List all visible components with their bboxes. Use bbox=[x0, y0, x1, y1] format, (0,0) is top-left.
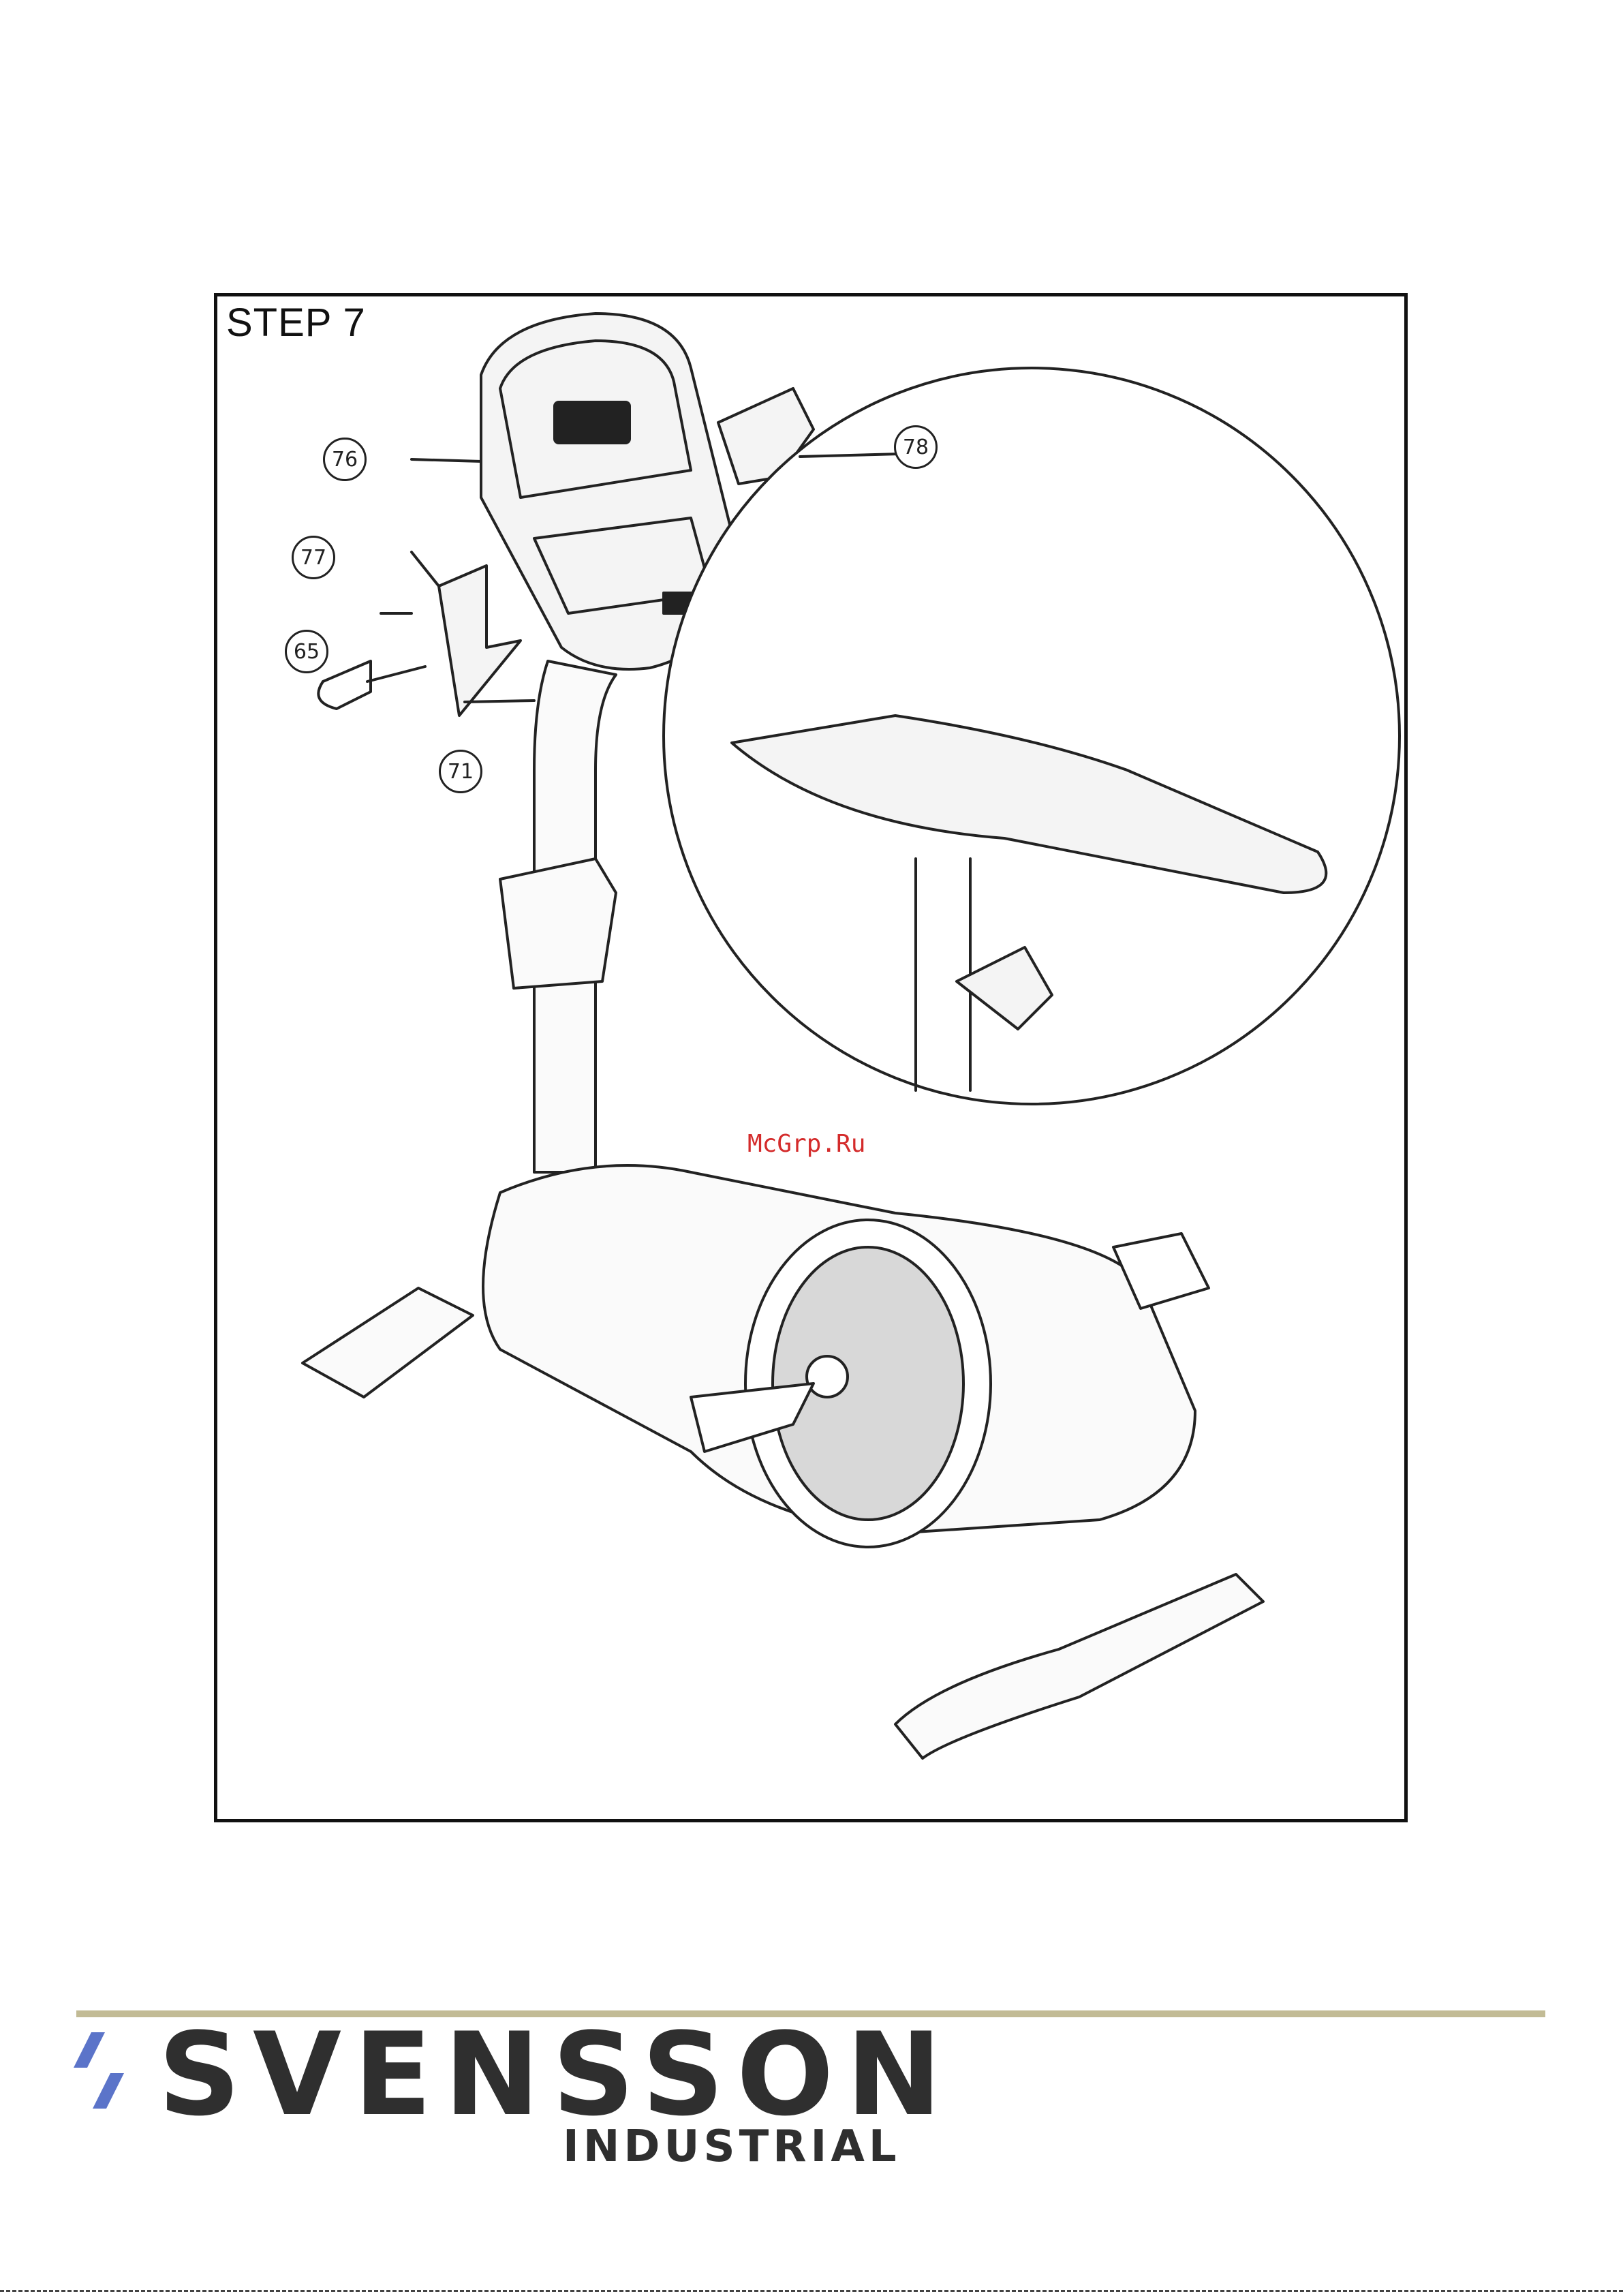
callout-65: 65 bbox=[285, 630, 328, 673]
exercise-bike-assembly-drawing bbox=[214, 293, 1408, 1822]
callout-78: 78 bbox=[894, 425, 938, 469]
callout-71: 71 bbox=[439, 750, 482, 793]
brand-name: SVENSSON bbox=[158, 2017, 954, 2132]
page-bottom-rule bbox=[0, 2290, 1623, 2292]
callout-77: 77 bbox=[292, 536, 335, 579]
brand-subtitle: INDUSTRIAL bbox=[563, 2125, 901, 2169]
callout-76: 76 bbox=[323, 438, 367, 481]
svensson-slash-logo-icon bbox=[74, 2032, 142, 2109]
watermark: McGrp.Ru bbox=[747, 1130, 865, 1158]
